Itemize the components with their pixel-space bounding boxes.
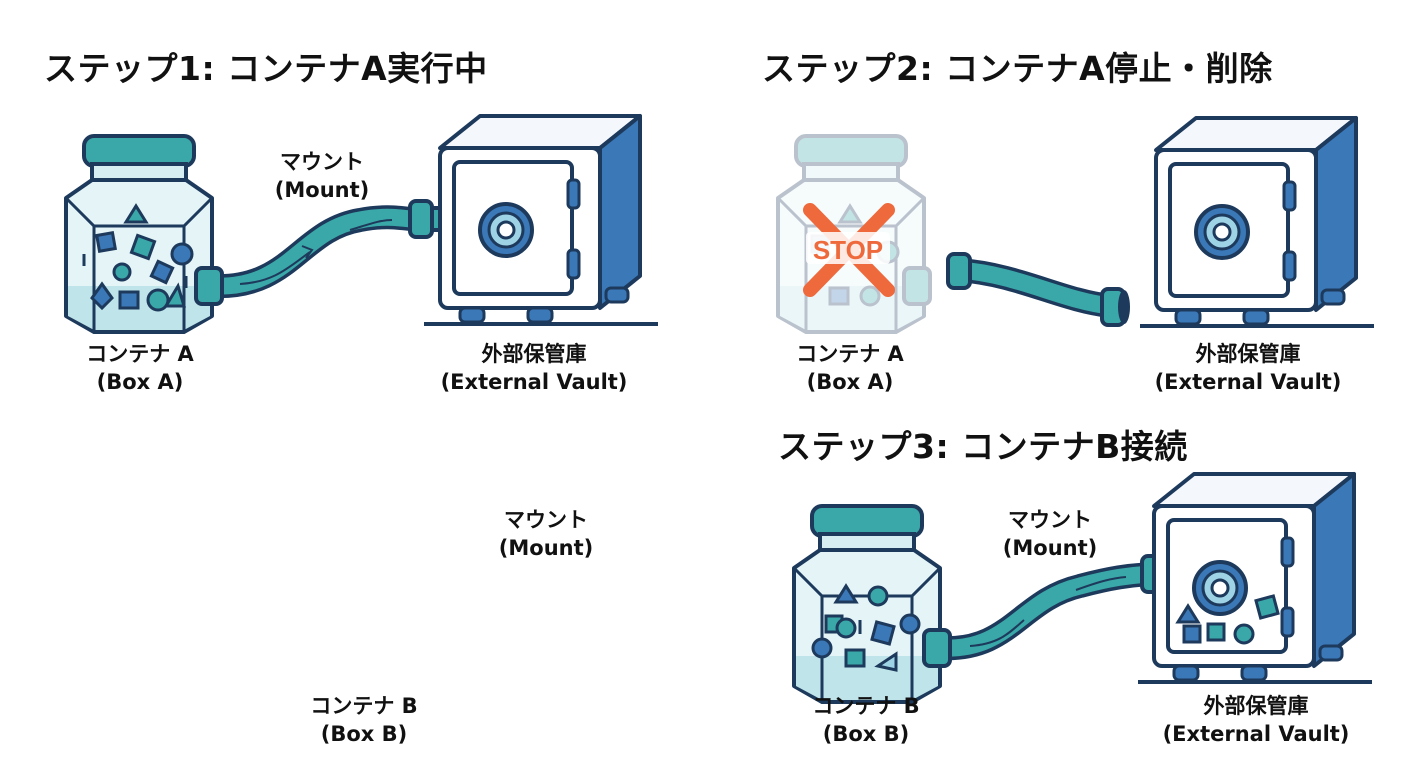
mount-label-jp: マウント bbox=[504, 508, 588, 532]
step3-heading: ステップ3: コンテナB接続 bbox=[778, 427, 1188, 466]
step3-container-label: コンテナ B (Box B) bbox=[812, 692, 919, 748]
step1-container-label: コンテナ A (Box A) bbox=[86, 340, 194, 396]
step1-mount-pipe bbox=[194, 194, 480, 306]
step3-vault-label: 外部保管庫 (External Vault) bbox=[1163, 692, 1350, 748]
stop-text: STOP bbox=[813, 235, 883, 265]
container-label-en: (Box B) bbox=[822, 722, 910, 746]
container-label-en: (Box B) bbox=[320, 722, 408, 746]
step2-vault bbox=[1138, 116, 1376, 328]
step2-stop-sign: STOP bbox=[803, 203, 895, 297]
step1-vault-label: 外部保管庫 (External Vault) bbox=[441, 340, 628, 396]
stray-container-label: コンテナ B (Box B) bbox=[310, 692, 417, 748]
step2-vault-label: 外部保管庫 (External Vault) bbox=[1155, 340, 1342, 396]
step1-heading: ステップ1: コンテナA実行中 bbox=[44, 49, 488, 88]
container-label-jp: コンテナ B bbox=[310, 694, 418, 718]
vault-label-jp: 外部保管庫 bbox=[1203, 694, 1309, 718]
mount-label-en: (Mount) bbox=[498, 536, 594, 560]
container-label-en: (Box A) bbox=[96, 370, 184, 394]
container-label-jp: コンテナ A bbox=[86, 342, 194, 366]
step2-detached-pipe bbox=[946, 252, 1130, 327]
step1-mount-label: マウント (Mount) bbox=[275, 148, 369, 204]
mount-label-en: (Mount) bbox=[274, 178, 370, 202]
mount-label-jp: マウント bbox=[1008, 508, 1092, 532]
step1-container-jar bbox=[64, 134, 214, 334]
mount-label-jp: マウント bbox=[280, 150, 364, 174]
container-label-jp: コンテナ B bbox=[812, 694, 920, 718]
vault-label-en: (External Vault) bbox=[1162, 722, 1350, 746]
step3-mount-label: マウント (Mount) bbox=[1003, 506, 1097, 562]
stray-mount-label: マウント (Mount) bbox=[499, 506, 593, 562]
vault-label-en: (External Vault) bbox=[440, 370, 628, 394]
vault-label-jp: 外部保管庫 bbox=[1195, 342, 1301, 366]
mount-label-en: (Mount) bbox=[1002, 536, 1098, 560]
step3-container-jar bbox=[792, 504, 942, 704]
container-label-en: (Box A) bbox=[806, 370, 894, 394]
step2-container-label: コンテナ A (Box A) bbox=[796, 340, 904, 396]
step3-vault bbox=[1136, 472, 1374, 684]
vault-label-en: (External Vault) bbox=[1154, 370, 1342, 394]
vault-label-jp: 外部保管庫 bbox=[481, 342, 587, 366]
step1-vault bbox=[422, 114, 660, 326]
container-label-jp: コンテナ A bbox=[796, 342, 904, 366]
step2-heading: ステップ2: コンテナA停止・削除 bbox=[762, 49, 1273, 88]
